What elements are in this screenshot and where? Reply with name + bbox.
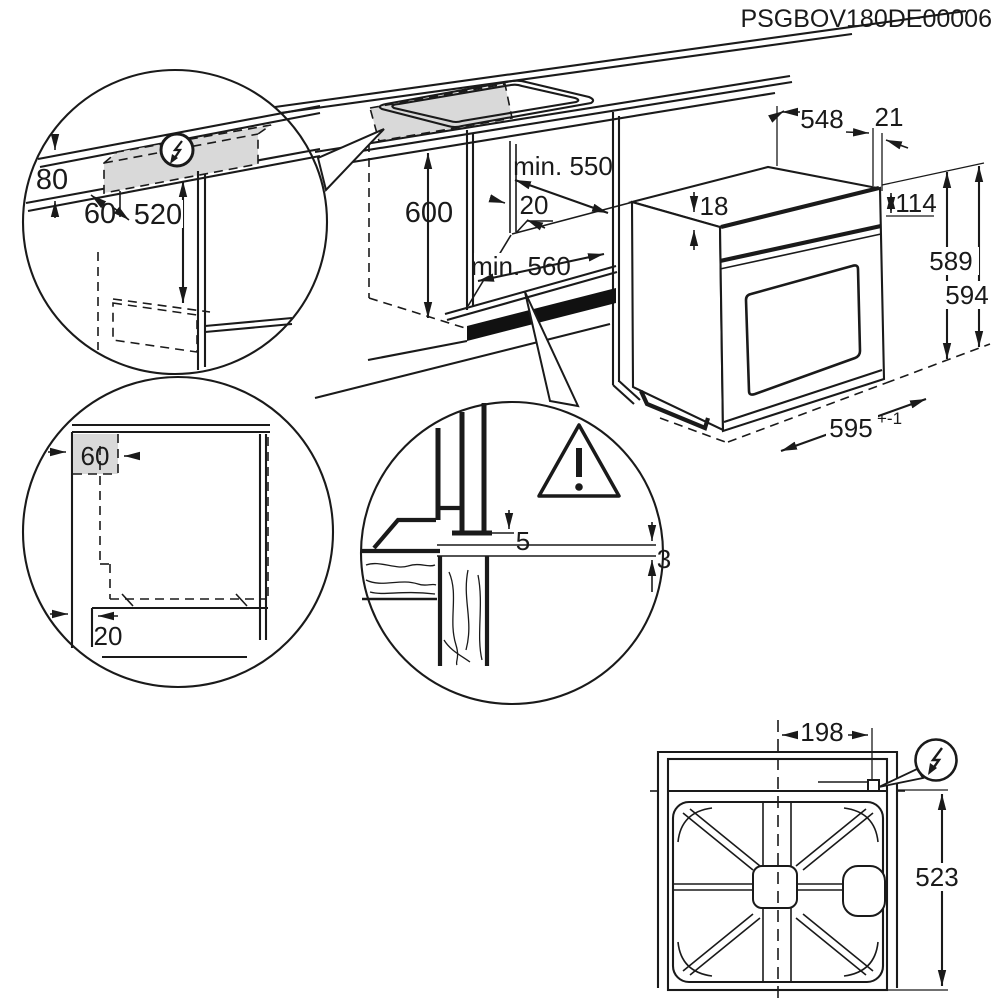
drawing-code: PSGBOV180DE00006 (740, 5, 992, 33)
lightning-icon-rear (878, 738, 958, 788)
rear-dimensions: 198 523 (782, 717, 963, 991)
dim-label-width-top: 548 (800, 104, 843, 134)
dim-label-rear-height: 523 (915, 862, 958, 892)
dim-label-gap-bottom: 3 (657, 544, 671, 574)
dim-label-80: 80 (36, 164, 68, 196)
oven-dimensions: 548 21 114 18 589 594 595 +-1 (689, 102, 995, 452)
lightning-icon (159, 132, 195, 168)
rear-view: 198 523 (650, 717, 963, 998)
detail-plan-content: 60 20 (48, 423, 270, 659)
oven-door-window (744, 264, 862, 396)
dim-label-depth-top: min. 550 (513, 151, 613, 181)
hob-cutout (378, 79, 595, 129)
dim-label-rear-gap: 20 (520, 190, 549, 220)
counter-lines (274, 9, 967, 169)
oven-perspective: 548 21 114 18 589 594 595 +-1 (627, 102, 995, 452)
callout-arrow-electrical (316, 128, 385, 193)
wood-left-board (362, 562, 437, 601)
wood-right-column (437, 556, 490, 666)
dim-label-depth-bottom: min. 560 (471, 251, 571, 281)
dim-label-niche-height: 600 (405, 197, 453, 229)
detail-electrical-content: 80 60 520 (25, 104, 321, 370)
dim-label-overhang: 21 (875, 102, 904, 132)
dim-label-top-inset: 18 (700, 191, 729, 221)
detail-circle-gap (359, 400, 665, 706)
detail-circle-plan (21, 375, 335, 689)
dim-label-body-height: 589 (929, 246, 972, 276)
dim-label-gap-top: 5 (516, 526, 530, 556)
dim-label-front-width: 595 (829, 413, 872, 443)
detail-gap-content: 5 3 (362, 403, 671, 666)
oven-foot (639, 390, 711, 431)
callout-arrow-gap (524, 291, 580, 408)
plinth-strip (467, 288, 616, 341)
dim-label-520: 520 (134, 199, 182, 231)
main-dimensions: 600 min. 550 20 min. 560 (405, 151, 613, 318)
dim-label-plinth-recess: 20 (94, 621, 123, 651)
dim-label-panel-height: 114 (895, 188, 936, 218)
warning-icon (537, 423, 621, 498)
junction-box (867, 779, 880, 792)
rear-panel-embossing (671, 800, 886, 984)
dim-label-side-clearance: 60 (81, 441, 110, 471)
detail-circle-electrical (21, 68, 329, 376)
oven-side-panel (630, 200, 725, 432)
dim-label-front-width-tol: +-1 (877, 409, 902, 428)
dim-label-total-height: 594 (945, 280, 988, 310)
main-cabinet-drawing: 600 min. 550 20 min. 560 (274, 9, 967, 405)
dim-label-connection-offset: 198 (800, 717, 843, 747)
